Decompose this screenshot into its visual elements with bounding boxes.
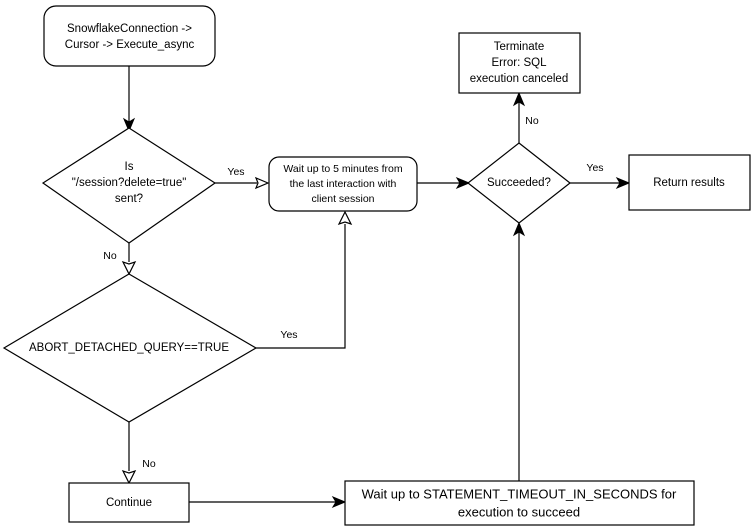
- node-terminate-line-2: execution canceled: [470, 73, 568, 85]
- node-terminate[interactable]: Terminate Error: SQL execution canceled: [458, 32, 581, 94]
- node-terminate-line-1: Error: SQL: [492, 57, 548, 69]
- node-statement-timeout-line-1: execution to succeed: [458, 504, 580, 519]
- node-wait-five-minutes-line-1: the last interaction with: [290, 178, 397, 190]
- node-wait-five-minutes-line-2: client session: [311, 193, 374, 205]
- edge-label-session-yes: Yes: [227, 166, 244, 178]
- edge-label-session-no: No: [103, 250, 117, 262]
- node-abort-detached-query-decision[interactable]: ABORT_DETACHED_QUERY==TRUE: [2, 273, 258, 423]
- edge-start-to-session-decision: [122, 66, 136, 133]
- edge-label-succeeded-yes: Yes: [586, 162, 603, 174]
- node-return-results[interactable]: Return results: [628, 154, 751, 211]
- node-succeeded-decision[interactable]: Succeeded?: [467, 142, 571, 224]
- edge-succeeded-no-to-terminate: No: [512, 91, 539, 143]
- edge-label-abort-no: No: [142, 458, 156, 470]
- edge-session-no-to-abort-decision: No: [103, 243, 137, 276]
- edge-label-abort-yes: Yes: [280, 329, 297, 341]
- node-wait-statement-timeout[interactable]: Wait up to STATEMENT_TIMEOUT_IN_SECONDS …: [344, 480, 695, 526]
- node-wait-five-minutes[interactable]: Wait up to 5 minutes from the last inter…: [268, 156, 418, 212]
- node-abort-decision-line-0: ABORT_DETACHED_QUERY==TRUE: [29, 342, 229, 354]
- node-session-decision-line-0: Is: [125, 161, 134, 173]
- edge-continue-to-statement-timeout: [189, 495, 347, 509]
- node-session-decision-line-1: "/session?delete=true": [72, 177, 187, 189]
- node-statement-timeout-line-0: Wait up to STATEMENT_TIMEOUT_IN_SECONDS …: [362, 486, 677, 501]
- node-continue-label: Continue: [106, 497, 152, 509]
- edge-abort-yes-to-wait: Yes: [256, 210, 353, 349]
- node-session-decision-line-2: sent?: [115, 193, 143, 205]
- node-start-line-0: SnowflakeConnection ->: [67, 23, 192, 35]
- edge-succeeded-yes-to-return-results: Yes: [570, 162, 631, 190]
- node-session-delete-decision[interactable]: Is "/session?delete=true" sent?: [41, 127, 217, 244]
- node-start-line-1: Cursor -> Execute_async: [65, 39, 195, 51]
- edge-wait-to-succeeded-decision: [417, 176, 471, 190]
- node-wait-five-minutes-line-0: Wait up to 5 minutes from: [283, 163, 402, 175]
- node-start[interactable]: SnowflakeConnection -> Cursor -> Execute…: [43, 5, 216, 67]
- node-terminate-line-0: Terminate: [494, 41, 545, 53]
- node-succeeded-decision-label: Succeeded?: [487, 177, 551, 189]
- edge-session-yes-to-wait: Yes: [215, 166, 270, 190]
- node-continue[interactable]: Continue: [68, 482, 190, 523]
- edge-label-succeeded-no: No: [525, 115, 539, 127]
- edge-statement-timeout-to-succeeded-decision: [512, 221, 526, 481]
- node-return-results-label: Return results: [653, 177, 725, 189]
- edge-abort-no-to-continue: No: [121, 422, 156, 485]
